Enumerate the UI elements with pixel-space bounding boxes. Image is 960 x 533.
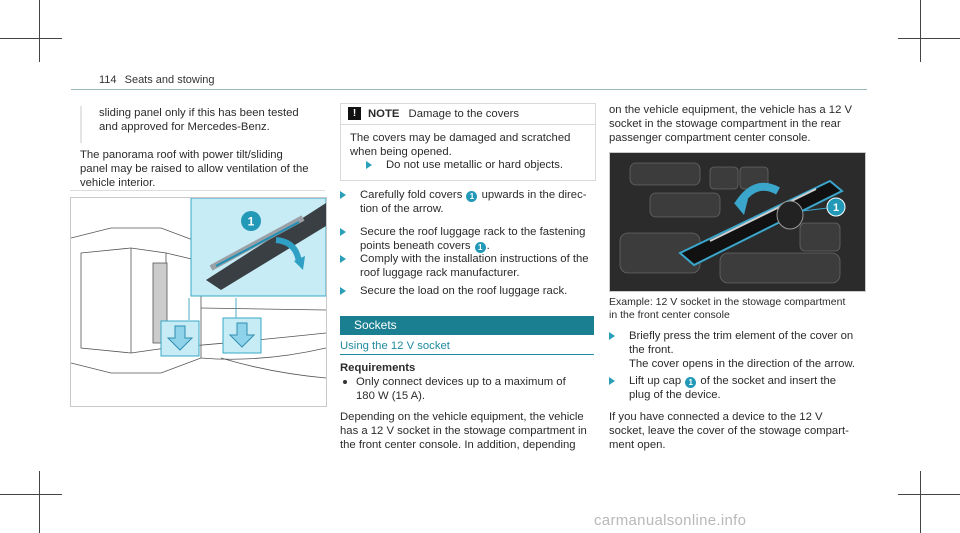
car-roof-drawing: 1 [71, 198, 326, 406]
step-text: of the socket and insert the [700, 375, 837, 387]
text-line: socket in the stowage compartment in the… [609, 118, 841, 130]
text-line: Depending on the vehicle equipment, the … [340, 411, 584, 423]
box-bottom-rule [70, 190, 325, 191]
section-heading: Sockets [354, 318, 397, 332]
step-text: plug of the device. [629, 389, 721, 401]
note-title: Damage to the covers [408, 108, 520, 120]
text-line: The covers may be damaged and scratched [350, 132, 571, 144]
requirements-label: Requirements [340, 362, 416, 374]
left-paragraph: The panorama roof with power tilt/slidin… [80, 148, 309, 190]
crop-mark [39, 471, 40, 533]
text-line: the front center console. In addition, d… [340, 439, 576, 451]
crop-mark [898, 494, 960, 495]
left-intro: sliding panel only if this has been test… [99, 106, 299, 134]
text-line: in the front center console [609, 309, 730, 321]
text-line: passenger compartment center console. [609, 132, 811, 144]
step-text: Secure the roof luggage rack to the fast… [360, 226, 586, 238]
step-text: tion of the arrow. [360, 203, 444, 215]
text-line: panel may be raised to allow ventilation… [80, 163, 309, 175]
step-text: Comply with the installation instruction… [360, 253, 589, 265]
bullet-arrow-icon [340, 191, 346, 199]
text-line: when being opened. [350, 146, 452, 158]
note-label: NOTE [368, 108, 400, 120]
bullet-arrow-icon [340, 228, 346, 236]
bullet-arrow-icon [609, 377, 615, 385]
watermark: carmanualsonline.info [594, 512, 747, 529]
callout-number: 1 [466, 191, 478, 202]
roof-illustration: 1 [70, 197, 327, 407]
text-line: on the vehicle equipment, the vehicle ha… [609, 104, 853, 116]
page-number: 114 [99, 74, 117, 86]
text-line: sliding panel only if this has been test… [99, 107, 299, 119]
continuation-bar [80, 106, 82, 143]
subheading: Using the 12 V socket [340, 340, 450, 352]
header-rule [71, 89, 867, 90]
figure-caption: Example: 12 V socket in the stowage comp… [609, 296, 845, 322]
section-heading-bar: Sockets [340, 316, 594, 335]
requirement-item: Only connect devices up to a maximum of … [340, 375, 566, 403]
note-box [340, 103, 596, 181]
step-text: Secure the load on the roof luggage rack… [360, 285, 568, 297]
text-line: 180 W (15 A). [356, 390, 426, 402]
note-body: The covers may be damaged and scratched … [350, 131, 570, 159]
callout-number: 1 [474, 242, 486, 253]
step-text: Briefly press the trim element of the co… [629, 330, 854, 342]
text-line: socket, leave the cover of the stowage c… [609, 425, 849, 437]
crop-mark [0, 38, 62, 39]
crop-mark [920, 471, 921, 533]
right-outro: If you have connected a device to the 12… [609, 410, 849, 452]
bullet-text: Do not use metallic or hard objects. [386, 159, 564, 171]
step-text: points beneath covers [360, 240, 471, 252]
text-line: vehicle interior. [80, 177, 156, 189]
crop-mark [898, 38, 960, 39]
text-line: If you have connected a device to the 12… [609, 411, 823, 423]
bullet-arrow-icon [366, 161, 372, 169]
step-text: Carefully fold covers [360, 189, 463, 201]
section-title: Seats and stowing [124, 74, 215, 86]
running-header: 114 Seats and stowing [99, 74, 215, 86]
text-line: ment open. [609, 439, 666, 451]
bullet-dot [343, 380, 347, 384]
text-line: The panorama roof with power tilt/slidin… [80, 149, 283, 161]
callout-number: 1 [833, 202, 839, 214]
step-text: Lift up cap [629, 375, 682, 387]
text-line: Example: 12 V socket in the stowage comp… [609, 296, 846, 308]
right-intro: on the vehicle equipment, the vehicle ha… [609, 103, 852, 145]
text-line: Only connect devices up to a maximum of [356, 376, 566, 388]
step-text: the front. [629, 344, 674, 356]
warning-icon: ! [348, 107, 361, 120]
step-text: roof luggage rack manufacturer. [360, 267, 520, 279]
callout-number: 1 [685, 377, 697, 388]
crop-mark [920, 0, 921, 62]
step-text: . [486, 240, 490, 252]
note-divider [340, 124, 596, 125]
center-console-drawing: 1 [610, 153, 865, 291]
step-text: upwards in the direc- [481, 189, 587, 201]
step-text: The cover opens in the direction of the … [629, 358, 856, 370]
crop-mark [39, 0, 40, 62]
callout-number: 1 [248, 215, 255, 229]
bullet-arrow-icon [340, 287, 346, 295]
text-line: has a 12 V socket in the stowage compart… [340, 425, 587, 437]
socket-illustration: 1 [609, 152, 866, 292]
note-heading: NOTE Damage to the covers [368, 107, 519, 121]
middle-paragraph: Depending on the vehicle equipment, the … [340, 410, 587, 452]
crop-mark [0, 494, 62, 495]
subheading-rule [340, 354, 594, 355]
text-line: and approved for Mercedes-Benz. [99, 121, 270, 133]
bullet-arrow-icon [340, 255, 346, 263]
bullet-arrow-icon [609, 332, 615, 340]
